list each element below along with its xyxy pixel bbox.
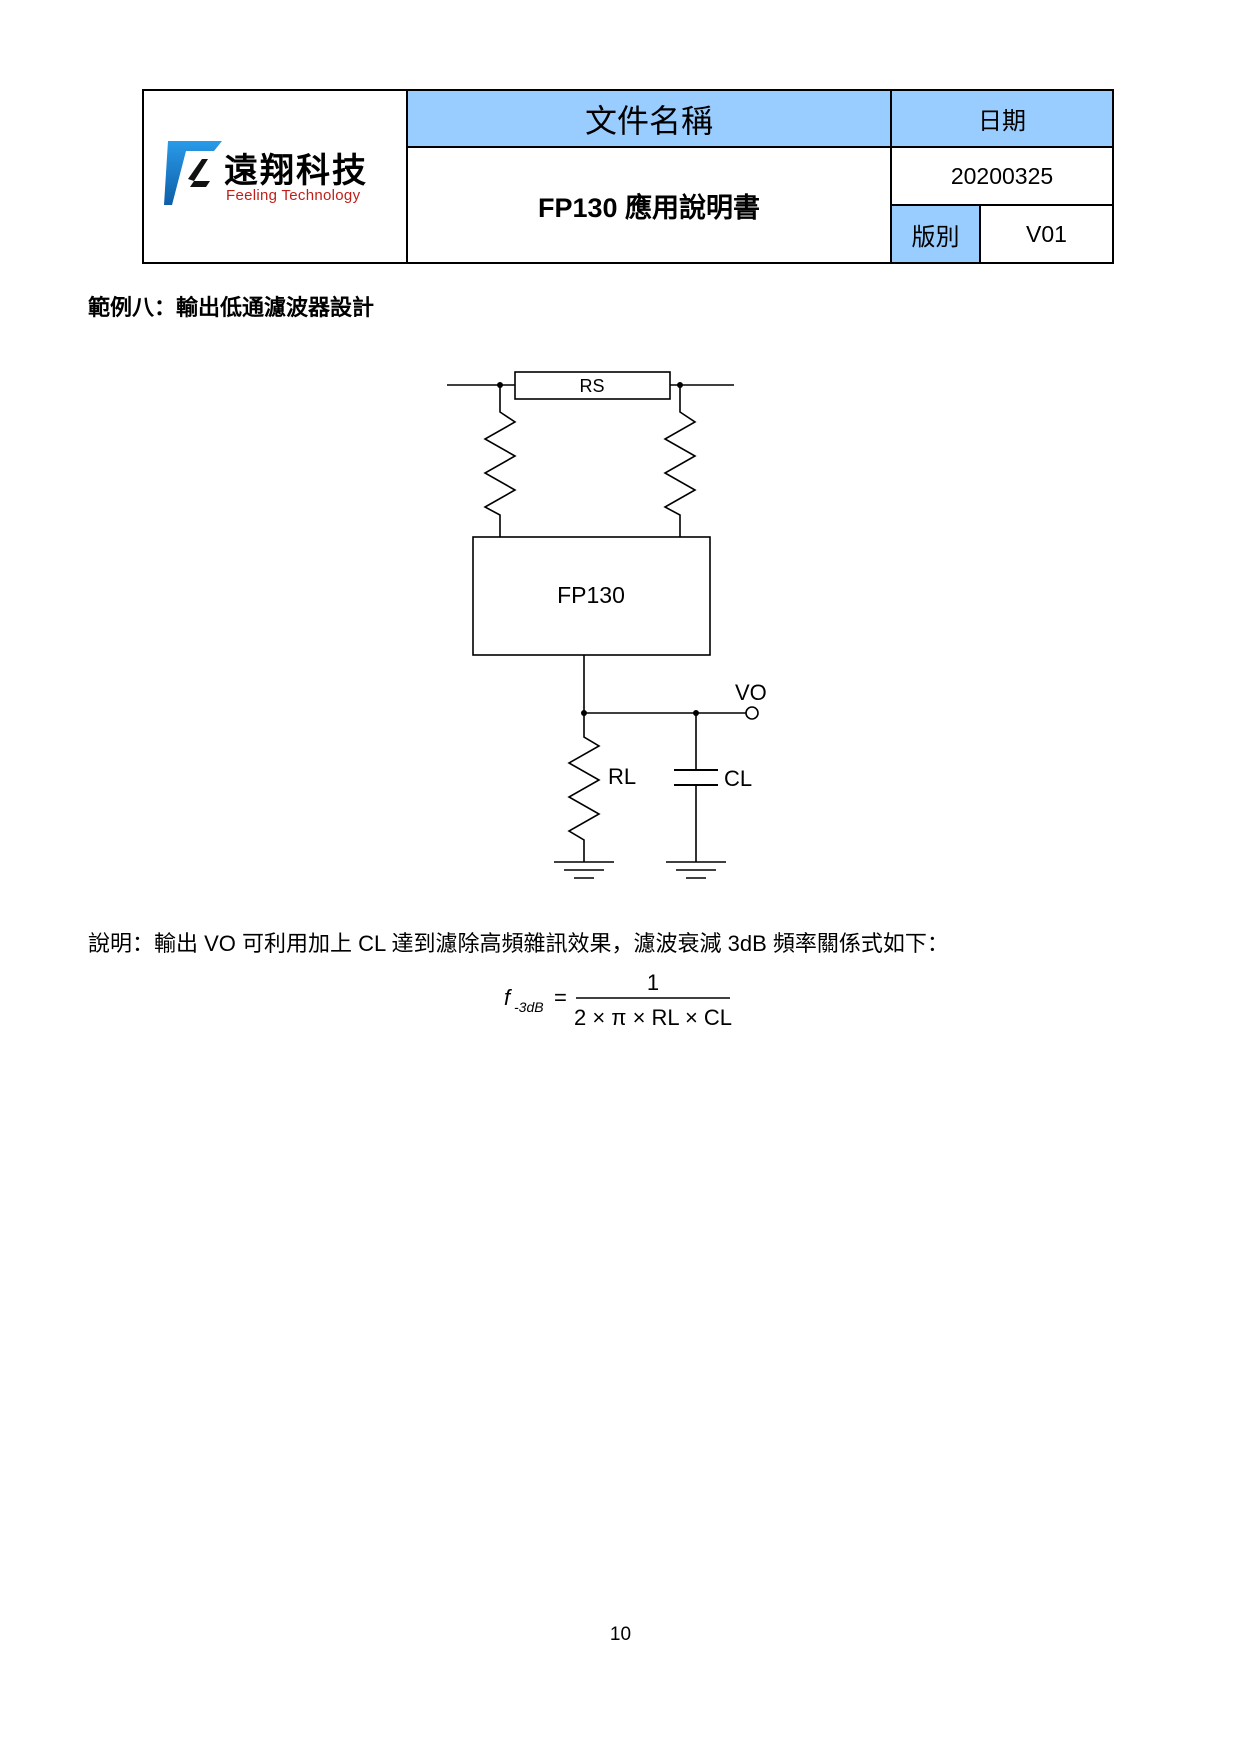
low-pass-filter-circuit-diagram: RS FP130 VO RL CL xyxy=(447,371,767,879)
rl-resistor xyxy=(567,713,601,862)
cl-label: CL xyxy=(724,766,752,791)
version-value: V01 xyxy=(979,204,1114,264)
junction-dot-left xyxy=(497,382,503,388)
formula-f-symbol: f xyxy=(504,985,513,1010)
section-heading: 範例八：輸出低通濾波器設計 xyxy=(88,295,375,320)
formula-equals: = xyxy=(554,985,567,1010)
junction-dot-output xyxy=(581,710,587,716)
rs-label: RS xyxy=(579,376,604,396)
formula-numerator: 1 xyxy=(647,970,659,995)
left-sense-resistor xyxy=(483,385,517,537)
cutoff-frequency-formula: f -3dB = 1 2 × π × RL × CL xyxy=(504,970,732,1030)
rs-resistor xyxy=(514,371,671,400)
logo-mark-icon xyxy=(164,141,222,205)
fp130-label: FP130 xyxy=(557,582,625,608)
rl-label: RL xyxy=(608,764,636,789)
vo-label: VO xyxy=(735,680,767,705)
date-value: 20200325 xyxy=(890,146,1114,206)
fp130-chip-box xyxy=(472,536,711,656)
right-sense-resistor xyxy=(663,385,697,537)
company-logo-cell: 遠翔科技 Feeling Technology xyxy=(142,89,408,264)
formula-denominator: 2 × π × RL × CL xyxy=(574,1005,732,1030)
document-header-table: 遠翔科技 Feeling Technology 文件名稱 日期 FP130 應用… xyxy=(142,89,1114,264)
version-title: 版別 xyxy=(890,204,981,264)
vo-terminal-icon xyxy=(745,706,759,720)
page-number: 10 xyxy=(609,1624,632,1645)
junction-dot-cap xyxy=(693,710,699,716)
date-title: 日期 xyxy=(890,89,1114,148)
description-text: 說明：輸出 VO 可利用加上 CL 達到濾除高頻雜訊效果，濾波衰減 3dB 頻率… xyxy=(88,931,949,956)
logo-chinese-name: 遠翔科技 xyxy=(224,151,368,191)
logo-english-name: Feeling Technology xyxy=(226,187,361,204)
junction-dot-right xyxy=(677,382,683,388)
doc-name-title: 文件名稱 xyxy=(406,89,892,148)
formula-f-subscript: -3dB xyxy=(514,999,544,1015)
company-logo: 遠翔科技 Feeling Technology xyxy=(144,91,406,262)
doc-name: FP130 應用說明書 xyxy=(406,146,892,264)
